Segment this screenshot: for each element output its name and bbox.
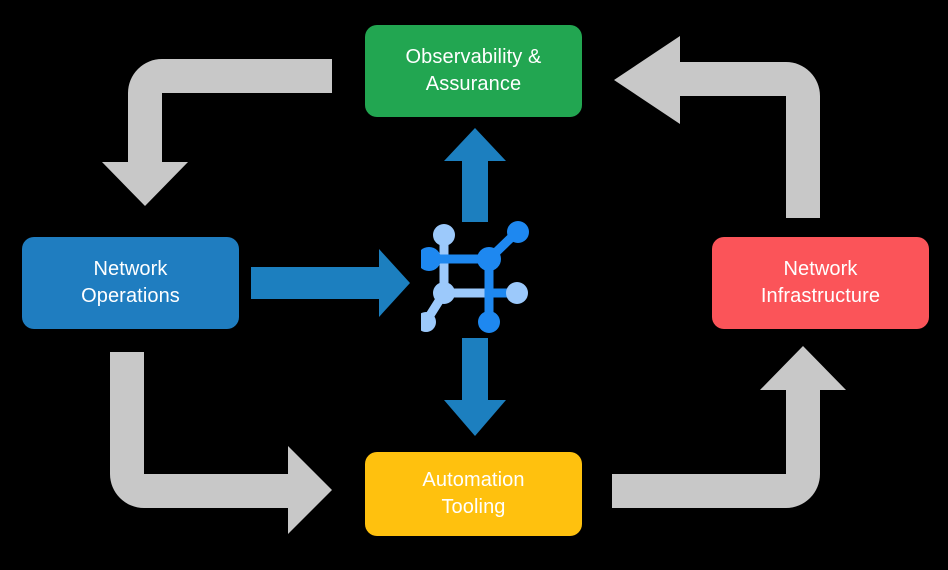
node-observability-assurance[interactable]: Observability & Assurance	[365, 25, 582, 117]
gray-arrow-netinfra-to-observability	[614, 36, 820, 218]
blue-arrow-netops-to-center	[251, 249, 410, 317]
node-automation-tooling-label-line1: Automation	[422, 469, 525, 491]
blue-arrow-center-to-automation	[444, 338, 506, 436]
gray-arrow-netops-to-automation	[110, 352, 332, 534]
node-network-infrastructure-label-line2: Infrastructure	[760, 285, 881, 307]
gray-arrow-observability-to-netops	[102, 59, 332, 206]
node-observability-label-line1: Observability &	[405, 46, 542, 68]
blue-arrow-center-to-observability	[444, 128, 506, 222]
network-icon-nodes-secondary	[421, 224, 528, 332]
node-network-infrastructure-label-line1: Network	[783, 258, 858, 280]
network-icon-nodes-primary	[421, 221, 529, 333]
node-network-operations[interactable]: Network Operations	[22, 237, 239, 329]
node-automation-tooling[interactable]: Automation Tooling	[365, 452, 582, 536]
gray-arrow-automation-to-netinfra	[612, 346, 846, 508]
node-automation-tooling-label-line2: Tooling	[441, 496, 506, 518]
node-observability-label-line2: Assurance	[425, 73, 522, 95]
node-network-infrastructure[interactable]: Network Infrastructure	[712, 237, 929, 329]
node-network-operations-label-line2: Operations	[81, 285, 180, 307]
node-network-operations-label-line1: Network	[93, 258, 168, 280]
network-topology-icon	[421, 221, 529, 333]
